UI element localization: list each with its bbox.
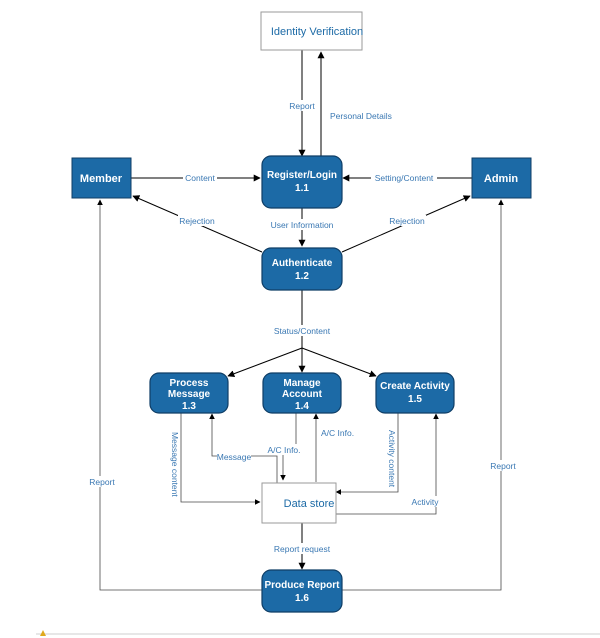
label-personal-details: Personal Details	[330, 111, 392, 121]
flow-status-to-activity	[301, 347, 377, 378]
process-num: 1.3	[182, 401, 196, 412]
bottom-toolbar-edge	[36, 630, 600, 636]
label-rejection-left: Rejection	[179, 216, 215, 226]
label-ac-info-1: A/C Info.	[267, 445, 300, 455]
label-setting-content: Setting/Content	[375, 173, 434, 183]
manage-num: 1.4	[295, 401, 309, 412]
label-report-left: Report	[89, 477, 115, 487]
member-label: Member	[80, 173, 123, 185]
warning-icon	[40, 630, 46, 636]
process-authenticate[interactable]: Authenticate 1.2	[261, 247, 343, 291]
label-rejection-right: Rejection	[389, 216, 425, 226]
activity-num: 1.5	[408, 394, 422, 405]
process-produce-report[interactable]: Produce Report 1.6	[261, 569, 343, 613]
label-report-request: Report request	[274, 544, 331, 554]
manage-line1: Manage	[283, 378, 321, 389]
flow-activity	[336, 413, 439, 515]
label-ac-info-2: A/C Info.	[321, 428, 354, 438]
manage-line2: Account	[282, 389, 323, 400]
label-report-right: Report	[490, 461, 516, 471]
process-message[interactable]: Process Message 1.3	[149, 372, 229, 414]
admin-label: Admin	[484, 173, 519, 185]
label-activity-content: Activity content	[387, 430, 397, 488]
admin-entity[interactable]: Admin	[471, 157, 532, 199]
process-manage-account[interactable]: Manage Account 1.4	[262, 372, 342, 414]
report-num: 1.6	[295, 593, 309, 604]
data-store[interactable]: Data store	[261, 482, 337, 524]
register-title: Register/Login	[267, 170, 337, 181]
process-line1: Process	[170, 378, 209, 389]
flow-status-to-process	[227, 347, 303, 378]
label-message: Message	[217, 452, 252, 462]
auth-num: 1.2	[295, 271, 309, 282]
identity-verification-box[interactable]: Identity Verification	[260, 11, 363, 51]
process-line2: Message	[168, 389, 211, 400]
process-register-login[interactable]: Register/Login 1.1	[261, 155, 343, 209]
activity-title: Create Activity	[380, 381, 450, 392]
label-report-top: Report	[289, 101, 315, 111]
label-activity: Activity	[412, 497, 440, 507]
identity-verification-label: Identity Verification	[271, 26, 363, 38]
label-status-content: Status/Content	[274, 326, 331, 336]
flow-report-admin	[342, 199, 504, 591]
flow-activity-content	[335, 412, 399, 495]
flow-report-member	[97, 199, 262, 591]
register-num: 1.1	[295, 183, 309, 194]
data-store-label: Data store	[284, 498, 335, 510]
auth-title: Authenticate	[272, 258, 333, 269]
label-user-information: User Information	[271, 220, 334, 230]
label-message-content: Message content	[170, 432, 180, 497]
flow-message-content	[180, 412, 261, 505]
label-content: Content	[185, 173, 215, 183]
member-entity[interactable]: Member	[71, 157, 132, 199]
process-create-activity[interactable]: Create Activity 1.5	[375, 372, 455, 414]
flow-labels: Report Personal Details Content Setting/…	[88, 100, 517, 554]
report-title: Produce Report	[264, 580, 340, 591]
